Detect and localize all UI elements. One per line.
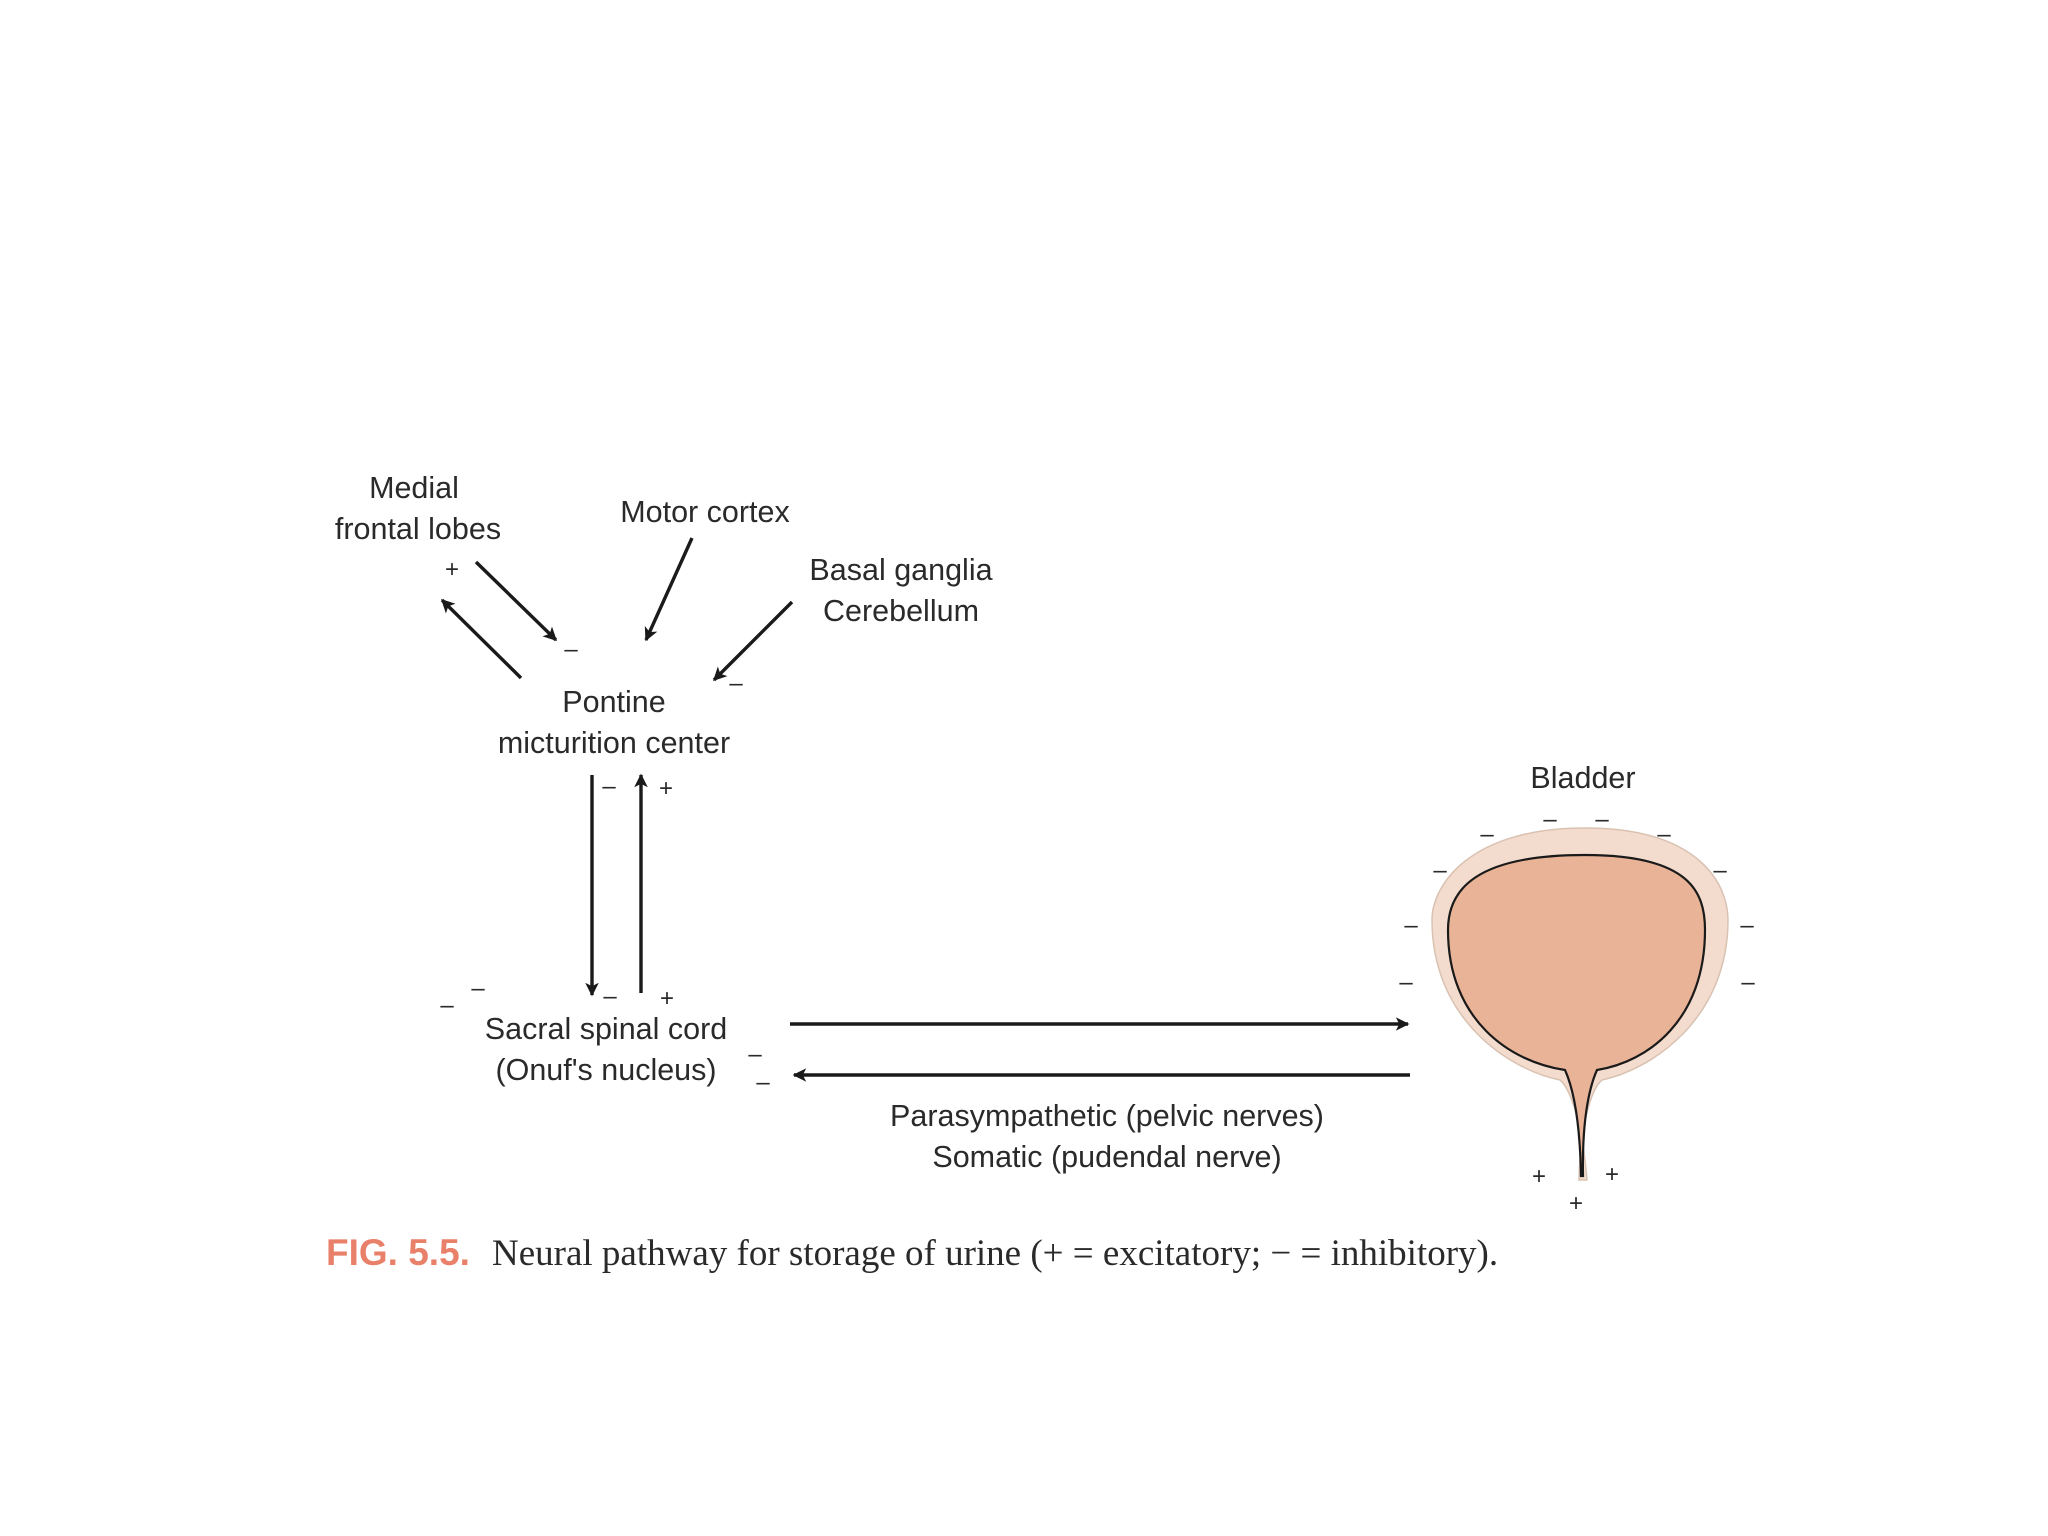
arrow-pontine-to-frontal — [440, 598, 523, 680]
arrow-motor-cortex-to-pontine — [644, 537, 694, 642]
sign-minus-bladder-2: – — [1543, 806, 1557, 833]
sign-minus-sacral-left-2: – — [471, 975, 485, 1002]
medial-frontal-lobes-label-line2: frontal lobes — [335, 512, 501, 546]
basal-ganglia-label: Basal ganglia — [809, 553, 992, 587]
sign-plus-bladder-neck-right: + — [1605, 1161, 1619, 1188]
medial-frontal-lobes-label: Medial — [369, 471, 459, 505]
sign-minus-sacral-top: – — [603, 983, 617, 1010]
sign-minus-pontine-descending: – — [602, 773, 616, 800]
arrow-basal-ganglia-to-pontine — [712, 600, 794, 682]
sign-minus-bladder-8: – — [1740, 912, 1754, 939]
sign-minus-bladder-4: – — [1657, 821, 1671, 848]
sign-minus-bladder-7: – — [1404, 912, 1418, 939]
sign-minus-sacral-left-1: – — [440, 992, 454, 1019]
motor-cortex-label: Motor cortex — [620, 495, 790, 529]
figure-number: FIG. 5.5. — [326, 1232, 470, 1273]
sign-minus-bladder-9: – — [1399, 969, 1413, 996]
sacral-spinal-cord-label: Sacral spinal cord — [485, 1012, 727, 1046]
bladder-label: Bladder — [1530, 761, 1635, 795]
bladder-inner-lumen — [1446, 853, 1707, 1178]
sign-minus-frontal-pontine: – — [564, 636, 578, 663]
sign-plus-sacral-top: + — [660, 985, 674, 1012]
sign-minus-basal-pontine: – — [729, 670, 743, 697]
figure-caption: Neural pathway for storage of urine (+ =… — [492, 1233, 1498, 1274]
pontine-micturition-center-label: Pontine — [562, 685, 665, 719]
sign-minus-bladder-5: – — [1433, 857, 1447, 884]
sign-minus-bladder-1: – — [1480, 821, 1494, 848]
sign-plus-pontine-ascending: + — [659, 775, 673, 802]
cerebellum-label: Cerebellum — [823, 594, 979, 628]
sign-minus-sacral-right-1: – — [748, 1041, 762, 1068]
bladder-illustration — [1431, 827, 1729, 1181]
parasympathetic-label: Parasympathetic (pelvic nerves) — [890, 1099, 1324, 1133]
sign-minus-bladder-3: – — [1595, 806, 1609, 833]
pontine-micturition-center-label-line2: micturition center — [498, 726, 730, 760]
sign-plus-bladder-neck-left: + — [1532, 1163, 1546, 1190]
somatic-label: Somatic (pudendal nerve) — [932, 1140, 1281, 1174]
sign-minus-bladder-6: – — [1713, 857, 1727, 884]
sign-plus-frontal: + — [445, 556, 459, 583]
sign-minus-sacral-right-2: – — [756, 1069, 770, 1096]
sign-plus-bladder-neck-bottom: + — [1569, 1190, 1583, 1217]
onufs-nucleus-label: (Onuf's nucleus) — [495, 1053, 716, 1087]
arrow-frontal-to-pontine — [474, 560, 558, 642]
sign-minus-bladder-10: – — [1741, 969, 1755, 996]
